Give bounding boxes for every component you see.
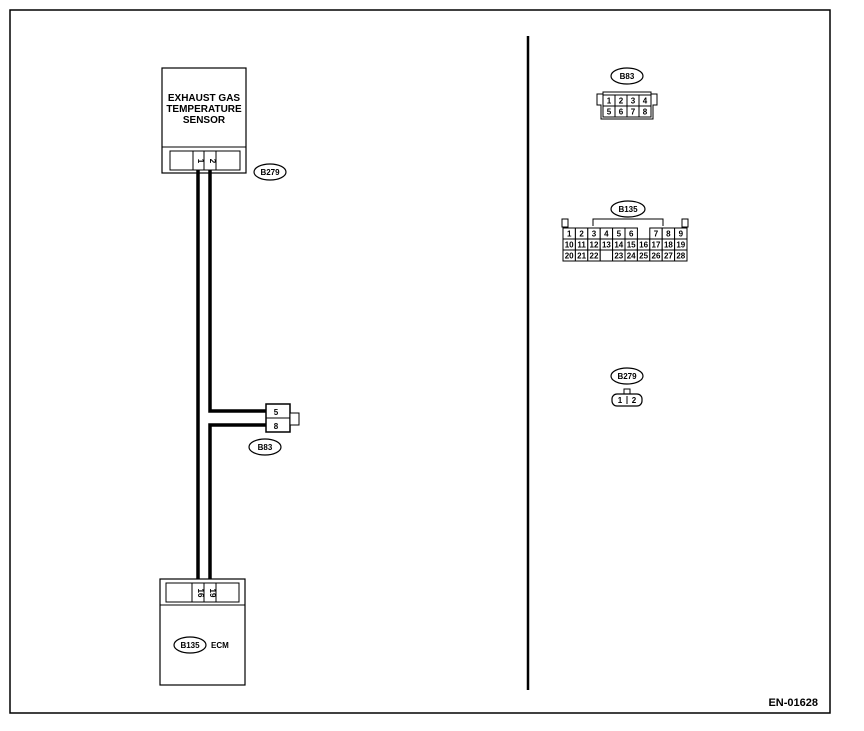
legend-b83-pin-8-cell bbox=[638, 105, 652, 118]
legend-b135-pin-13: 13 bbox=[602, 241, 611, 250]
legend-b83-pin-1: 1 bbox=[607, 97, 612, 106]
ecm-pin-19: 19 bbox=[208, 589, 217, 598]
legend-b135-pin-blank-cell bbox=[599, 249, 614, 262]
legend-b135-pin-7: 7 bbox=[654, 230, 659, 239]
legend-b135-id: B135 bbox=[618, 205, 638, 214]
junction-latch bbox=[289, 412, 300, 426]
junction-connector-id: B83 bbox=[258, 443, 273, 452]
legend-b135-key-left bbox=[561, 218, 569, 228]
legend-b135-pin-27: 27 bbox=[664, 252, 673, 261]
legend-b135-pin-18: 18 bbox=[664, 241, 673, 250]
sensor-label-line3: SENSOR bbox=[183, 115, 226, 126]
legend-b279-latch bbox=[623, 388, 631, 395]
legend-b135-pin-11: 11 bbox=[577, 241, 586, 250]
legend-b135-pin-5: 5 bbox=[617, 230, 622, 239]
wire-right-lower bbox=[208, 423, 266, 583]
legend-b135-pin-26: 26 bbox=[652, 252, 661, 261]
legend-b135-pin-10: 10 bbox=[565, 241, 574, 250]
sensor-block: EXHAUST GAS TEMPERATURE SENSOR 1 2 B279 bbox=[161, 67, 287, 181]
harness bbox=[196, 170, 266, 583]
legend-b135-pin-23: 23 bbox=[614, 252, 623, 261]
junction-block: 5 8 B83 bbox=[248, 403, 300, 456]
ecm-pin-16: 16 bbox=[196, 589, 205, 598]
sensor-label-line2: TEMPERATURE bbox=[166, 104, 242, 115]
legend-b135-pin-14: 14 bbox=[614, 241, 623, 250]
legend-b83-pin-3: 3 bbox=[631, 97, 636, 106]
ecm-label: ECM bbox=[211, 641, 229, 650]
legend-b135-pin-24: 24 bbox=[627, 252, 636, 261]
legend-b279-pin-2: 2 bbox=[632, 396, 637, 405]
legend-b135-pin-1: 1 bbox=[567, 230, 572, 239]
sensor-connector bbox=[169, 150, 241, 171]
legend-b135-pin-22: 22 bbox=[590, 252, 599, 261]
legend-b135-pin-3: 3 bbox=[592, 230, 597, 239]
legend-b135-pin-20: 20 bbox=[565, 252, 574, 261]
legend-b135-pin-25: 25 bbox=[639, 252, 648, 261]
legend-b135-pin-8: 8 bbox=[666, 230, 671, 239]
legend-b83-pin-7: 7 bbox=[631, 108, 636, 117]
legend-b83-pin-6: 6 bbox=[619, 108, 624, 117]
legend-b135-pin-9: 9 bbox=[679, 230, 684, 239]
legend-b279-id: B279 bbox=[617, 372, 637, 381]
legend-b279: B279 1 2 bbox=[610, 367, 644, 407]
legend-b135-pin-16: 16 bbox=[639, 241, 648, 250]
legend-b135-pin-4: 4 bbox=[604, 230, 609, 239]
legend-b83-pin-2: 2 bbox=[619, 97, 624, 106]
legend-b135-tag bbox=[610, 200, 646, 218]
ecm-connector bbox=[165, 582, 240, 603]
sensor-pin-2: 2 bbox=[208, 159, 217, 164]
legend-b279-tag bbox=[610, 367, 644, 385]
legend-b135-pin-28-cell bbox=[674, 249, 688, 262]
sensor-pin-1: 1 bbox=[196, 159, 205, 164]
legend-b83-pin-5: 5 bbox=[607, 108, 612, 117]
legend-b83-pin-4: 4 bbox=[643, 97, 648, 106]
sensor-connector-tag bbox=[253, 163, 287, 181]
legend-b135-pin-21: 21 bbox=[577, 252, 586, 261]
junction-pin-8: 8 bbox=[274, 422, 279, 431]
legend-b135-pin-2: 2 bbox=[579, 230, 584, 239]
legend-b135-pin-19: 19 bbox=[676, 241, 685, 250]
legend-b83-id: B83 bbox=[620, 72, 635, 81]
legend-b279-pin-1: 1 bbox=[618, 396, 623, 405]
legend-b135-pin-17: 17 bbox=[652, 241, 661, 250]
frame-border bbox=[9, 9, 831, 714]
figure-code: EN-01628 bbox=[768, 697, 818, 709]
legend-b135-pin-6: 6 bbox=[629, 230, 634, 239]
wire-right-upper bbox=[208, 170, 266, 413]
ecm-connector-tag bbox=[173, 636, 207, 654]
sensor-connector-id: B279 bbox=[260, 168, 280, 177]
legend-b135-latch bbox=[592, 218, 664, 226]
legend-b135-pin-15: 15 bbox=[627, 241, 636, 250]
sensor-label-line1: EXHAUST GAS bbox=[168, 93, 241, 104]
ecm-block: 16 19 B135 ECM bbox=[159, 578, 246, 686]
legend-b135-pin-12: 12 bbox=[590, 241, 599, 250]
legend-b135-key-right bbox=[681, 218, 689, 228]
legend-b83-pin-8: 8 bbox=[643, 108, 648, 117]
junction-connector-tag bbox=[248, 438, 282, 456]
junction-pin-5: 5 bbox=[274, 408, 279, 417]
ecm-connector-id: B135 bbox=[180, 641, 200, 650]
legend-b135-pin-28: 28 bbox=[676, 252, 685, 261]
legend-b83-tag bbox=[610, 67, 644, 85]
